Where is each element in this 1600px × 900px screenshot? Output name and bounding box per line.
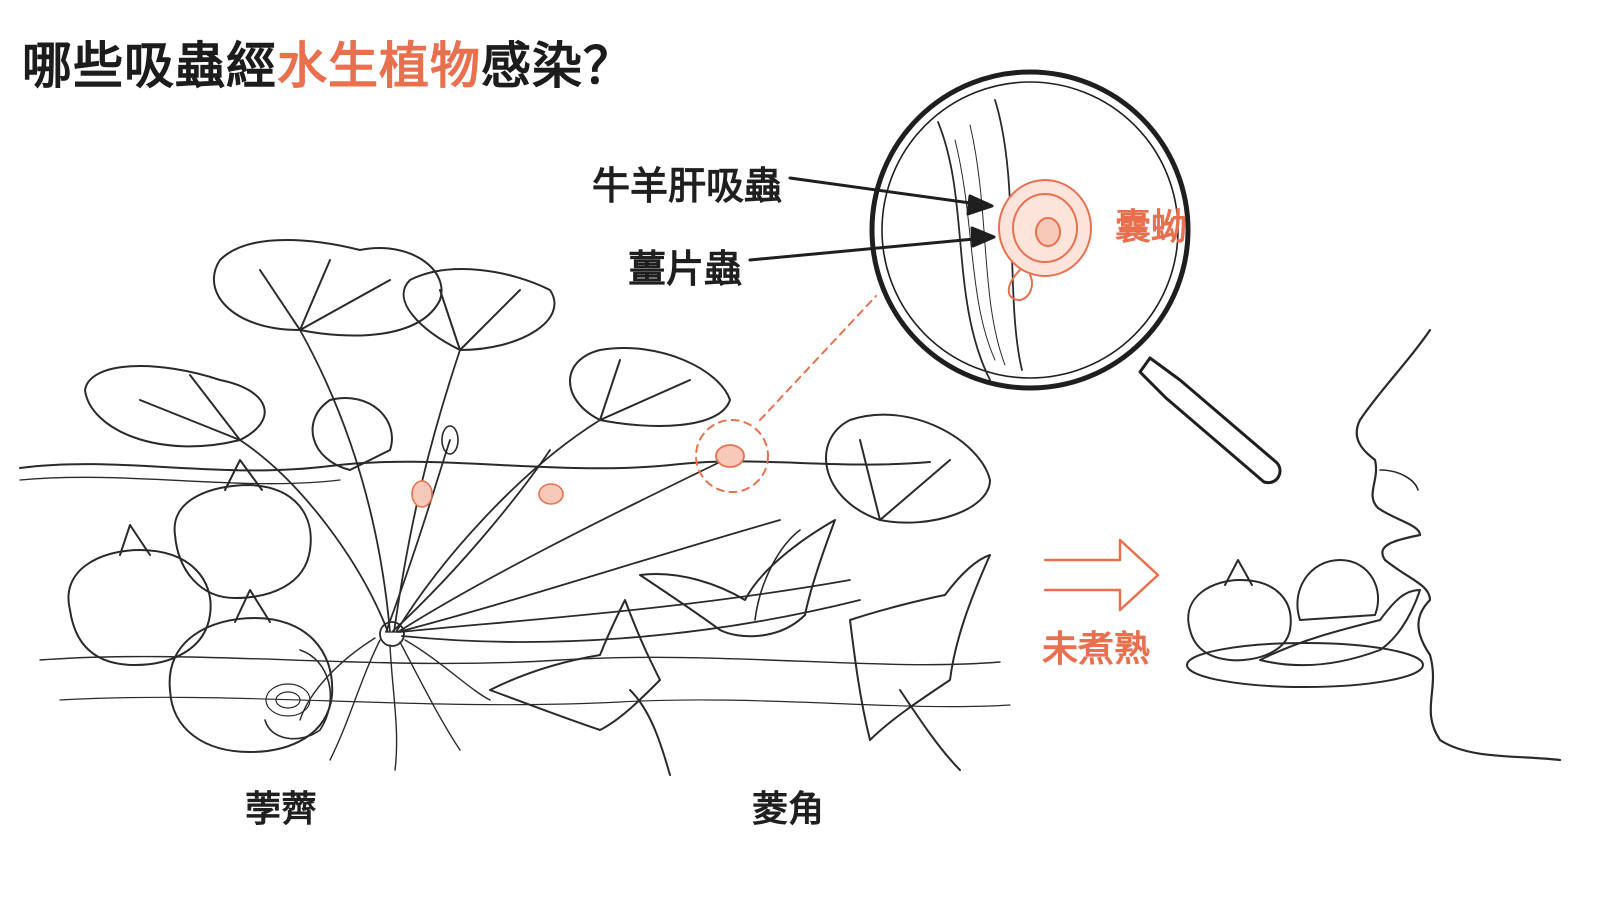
zoom-connector	[759, 295, 877, 421]
cyst-on-stem	[411, 480, 433, 508]
label-fasciolopsis: 薑片蟲	[628, 247, 743, 291]
label-uncooked: 未煮熟	[1042, 629, 1151, 670]
cyst-highlight-circle	[695, 419, 769, 493]
page-title: 哪些吸蟲經水生植物感染？	[22, 26, 634, 98]
label-water-chestnut: 荸薺	[245, 789, 318, 830]
uncooked-arrow	[1043, 538, 1160, 612]
magnifier-handle	[1138, 356, 1282, 485]
face-profile	[1355, 328, 1562, 762]
mud-line	[39, 655, 1001, 666]
title-highlight: 水生植物	[277, 37, 481, 95]
label-fasciola: 牛羊肝吸蟲	[592, 164, 783, 208]
plant-base	[379, 621, 405, 647]
title-prefix: 哪些吸蟲經	[22, 37, 277, 95]
water-surface	[19, 460, 931, 472]
flower-bud	[441, 425, 459, 455]
plant-stems	[239, 329, 861, 643]
label-cyst: 囊蚴	[1115, 207, 1188, 248]
water-caltrop-nuts	[489, 519, 991, 776]
label-arrows	[748, 176, 996, 262]
magnified-cyst	[998, 179, 1092, 301]
water-plant-leaves	[84, 239, 991, 524]
magnifier	[869, 69, 1282, 485]
title-suffix: 感染？	[481, 37, 634, 95]
cyst-on-stem	[538, 483, 564, 505]
water-chestnut-corms	[67, 459, 334, 753]
label-water-caltrop: 菱角	[752, 789, 825, 830]
magnifier-lens	[869, 69, 1191, 391]
food-plate	[1186, 559, 1424, 688]
cyst-on-stem	[715, 444, 745, 468]
